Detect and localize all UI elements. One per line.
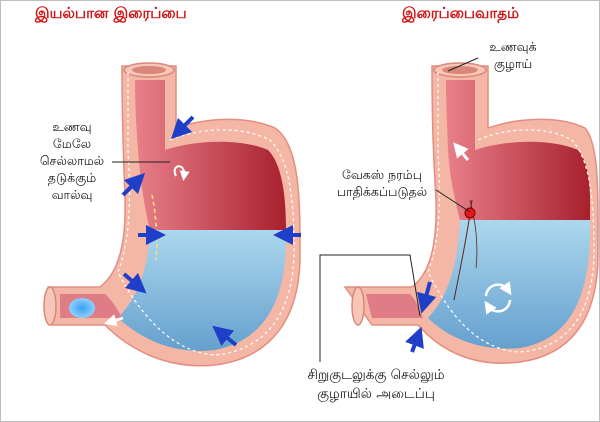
valve-label-line: தடுக்கும் <box>47 170 97 185</box>
valve-label-line: மேலே <box>52 136 92 151</box>
food-pipe-label-line: குழாய் <box>493 56 533 71</box>
blockage-label: சிறுகுடலுக்கு செல்லும் குழாயில் அடைப்பு <box>276 366 476 404</box>
valve-label: உணவு மேலே செல்லாமல் தடுக்கும் வால்வு <box>24 118 120 203</box>
blue-arrow-icon <box>122 272 147 294</box>
food-pipe-label: உணவுக் குழாய் <box>478 38 548 72</box>
blue-arrow-icon <box>170 115 195 140</box>
blockage-label-line: சிறுகுடலுக்கு செல்லும் <box>307 367 445 383</box>
blue-arrow-icon <box>212 325 238 347</box>
gastroparesis-heading: இரைப்பைவாதம் <box>402 4 520 22</box>
normal-stomach-heading: இயல்பான இரைப்பை <box>35 4 187 22</box>
normal-stomach <box>43 62 301 367</box>
food-pipe-pointer-line <box>447 57 479 72</box>
blockage-label-line: குழாயில் அடைப்பு <box>317 386 435 402</box>
gastroparesis-stomach <box>343 62 599 364</box>
vagus-pointer-line <box>435 189 471 213</box>
valve-label-line: உணவு <box>52 119 92 134</box>
blockage-pointer-line <box>319 254 421 362</box>
blue-arrow-icon <box>121 172 146 197</box>
vagus-label-line: வேகஸ் நரம்பு <box>341 167 423 182</box>
vagus-label-line: பாதிக்கப்படுதல் <box>336 184 428 199</box>
food-pipe-label-line: உணவுக் <box>489 39 537 54</box>
blue-arrow-icon <box>416 281 437 314</box>
valve-label-line: செல்லாமல் <box>39 153 105 168</box>
circular-arrows-icon <box>484 281 512 315</box>
blue-arrow-icon <box>405 326 424 353</box>
food-blob-icon <box>69 298 95 318</box>
vagus-nerve-label: வேகஸ் நரம்பு பாதிக்கப்படுதல் <box>324 166 440 200</box>
pressure-arrows <box>121 115 301 347</box>
valve-label-line: வால்வு <box>51 187 93 202</box>
